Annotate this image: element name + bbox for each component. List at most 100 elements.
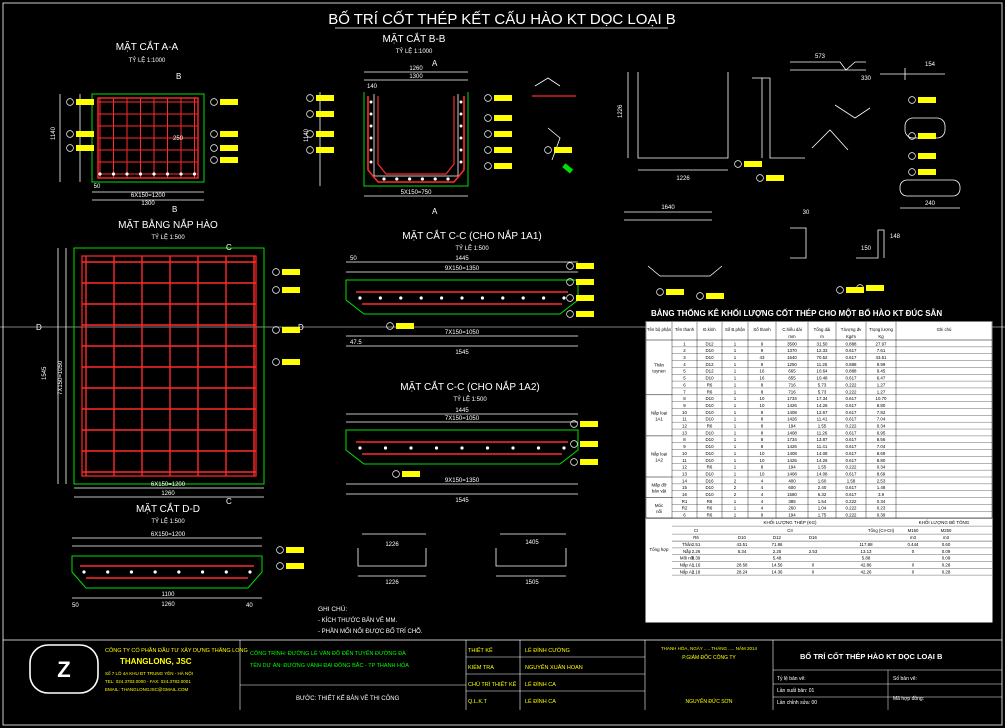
table-cell: 1 [734, 430, 737, 435]
company-phone: TEL: 024.3783.0000 - FAX: 024.3783.0001 [105, 679, 191, 684]
project-stage: BƯỚC: THIẾT KẾ BẢN VẼ THI CÔNG [296, 695, 400, 702]
table-cell: 9 [683, 444, 686, 449]
table-unit-cell: mm [788, 334, 796, 339]
table-cell: R6 [707, 389, 713, 394]
table-cell: 1408 [787, 430, 797, 435]
aa-dim-width: 1300 [141, 201, 155, 207]
table-cell: 14.08 [817, 451, 829, 456]
project-line-1: CÔNG TRÌNH: ĐƯỜNG LÊ VĂN ĐỒ ĐẾN TUYẾN ĐƯ… [250, 649, 406, 657]
callout-bubble [566, 310, 574, 318]
drawing-title: BỐ TRÍ CỐT THÉP KẾT CẤU HÀO KT DỌC LOẠI … [328, 10, 676, 28]
table-cell: 8 [761, 389, 764, 394]
table-cell: 2 [734, 492, 737, 497]
dd-rebar-dot [224, 570, 228, 574]
table-cell: 0.222 [846, 389, 858, 394]
aa-rebar-dot [165, 172, 170, 176]
table-cell: 0.617 [846, 348, 858, 353]
callout-tag [866, 285, 884, 291]
table-cell: 7.82 [877, 410, 886, 415]
table-cell: 8.80 [877, 403, 886, 408]
aa-rebar-dot [179, 172, 183, 176]
summary-cell: 5.88 [862, 556, 871, 561]
aa-rebar-dot [152, 172, 156, 176]
summary-steel-title: KHỐI LƯỢNG THÉP (KG) [763, 519, 817, 525]
plan-drawing [57, 247, 265, 498]
table-cell: 11.41 [817, 417, 828, 422]
plan-dim-bottom: 6X150=1200 [151, 482, 186, 488]
callout-bubble [210, 144, 218, 152]
summary-cell: 42.86 [861, 563, 873, 568]
aa-rebar-dot [138, 172, 143, 176]
callout-bubble [544, 146, 552, 154]
table-cell: 5.73 [818, 389, 827, 394]
table-cell: 1580 [787, 492, 797, 497]
table-cell: 8 [761, 424, 764, 429]
table-cell: 1408 [787, 451, 797, 456]
callout-tag [316, 131, 334, 137]
role-label: Q.L.K.T [468, 699, 488, 705]
table-cell: 8 [761, 382, 764, 387]
callout-bubble [306, 110, 314, 118]
table-cell: 10 [760, 396, 765, 401]
bb-rebar-dot [369, 112, 373, 116]
cc1-rebar-dot [358, 296, 362, 300]
table-cell: D12 [705, 369, 714, 374]
aa-dim-height: 1140 [51, 126, 57, 140]
callout-tag [494, 163, 512, 169]
dd-rebar-dot [153, 570, 157, 574]
table-cell: 1 [734, 403, 737, 408]
table-cell: 1 [734, 513, 737, 518]
table-cell: 16 [682, 492, 687, 497]
table-cell: 1426 [787, 444, 797, 449]
cc1-rebar-dot [480, 296, 484, 300]
title-block: Z [3, 639, 1002, 710]
table-cell: 0.617 [846, 430, 858, 435]
table-cell: 12 [682, 424, 687, 429]
section-aa-title: MẶT CẮT A-A [116, 40, 179, 53]
table-cell: 0.222 [846, 506, 858, 511]
callout-bubble [570, 420, 578, 428]
table-cell: 1 [734, 396, 737, 401]
table-cell: 10.48 [817, 376, 829, 381]
dd-rebar-dot [177, 570, 181, 574]
cc2-dim-mid: 7X150=1050 [445, 416, 480, 422]
table-cell: 0.34 [877, 465, 886, 470]
summary-cell: 2.53 [809, 549, 818, 554]
table-cell: 1734 [787, 396, 797, 401]
summary-cell: Nắp A2 [680, 569, 695, 574]
bar-dim-b5: 1226 [385, 580, 399, 586]
table-cell: 1426 [787, 458, 797, 463]
table-cell: D10 [705, 492, 714, 497]
table-header-cell: Đ.kính [703, 327, 716, 332]
summary-cell: Nắp [683, 549, 692, 554]
table-cell: 194 [788, 424, 796, 429]
summary-cell: 42.26 [861, 569, 873, 574]
table-cell: D10 [705, 376, 714, 381]
callout-bubble [734, 160, 742, 168]
callout-tag [666, 289, 684, 295]
callout-tag [282, 327, 300, 333]
bar-dim-240: 240 [925, 201, 936, 207]
callout-tag [846, 287, 864, 293]
table-cell: 716 [788, 389, 796, 394]
cc1-rebar-dot [460, 296, 464, 300]
summary-col-head: M150 [908, 528, 919, 533]
table-unit-cell: Kg/m [846, 334, 856, 339]
table-cell: 194 [788, 465, 796, 470]
table-cell: 1408 [787, 471, 797, 476]
table-cell: 1426 [787, 417, 797, 422]
table-cell: D10 [705, 458, 714, 463]
table-cell: 13 [682, 471, 687, 476]
summary-cell: 1.18 [692, 569, 701, 574]
table-cell: 665 [788, 369, 796, 374]
cc1-rebar-dot [440, 296, 444, 300]
table-cell: 8 [761, 417, 764, 422]
table-cell: 4 [683, 362, 686, 367]
cc2-rebar-dot [409, 446, 413, 450]
table-cell: 1640 [787, 355, 797, 360]
table-cell: 0.617 [846, 471, 858, 476]
table-cell: D10 [705, 396, 714, 401]
table-cell: 14.26 [817, 458, 829, 463]
callout-bubble [656, 288, 664, 296]
